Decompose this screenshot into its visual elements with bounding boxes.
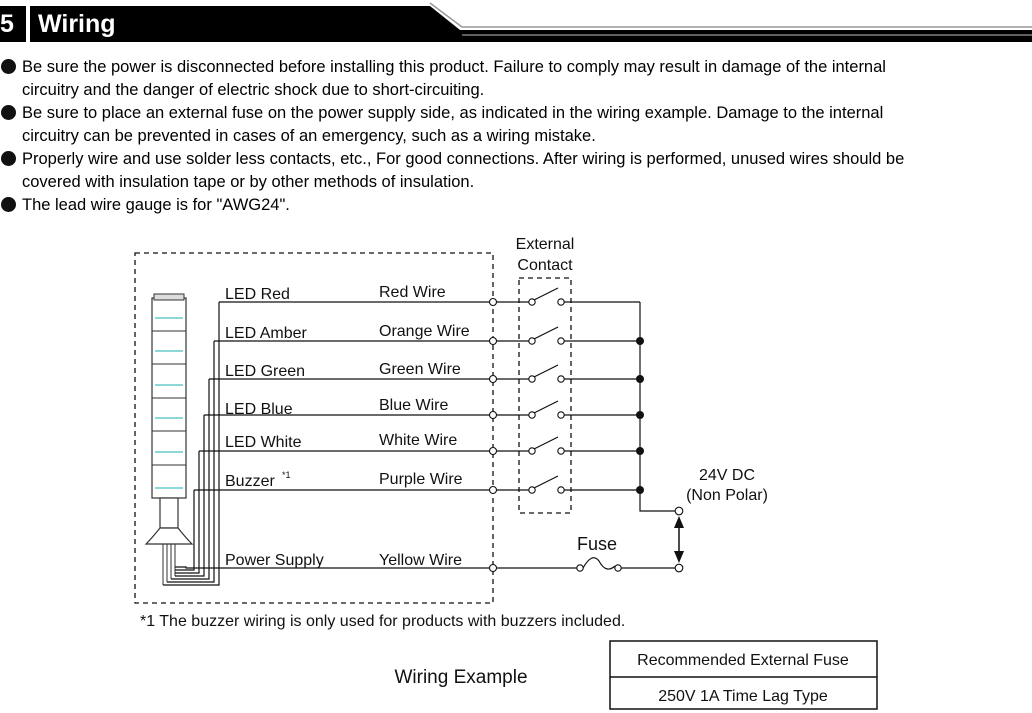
led-label: LED Red (225, 286, 290, 303)
wire-label: Red Wire (379, 284, 446, 301)
wire-label: Orange Wire (379, 323, 470, 340)
bullet-icon (1, 105, 16, 120)
external-contact-box (518, 277, 572, 514)
fuse-label: Fuse (577, 534, 617, 554)
fuse-spec-table: Recommended External Fuse 250V 1A Time L… (609, 640, 878, 710)
supply-arrow-icon (674, 516, 684, 563)
section-header: 5 Wiring (0, 0, 1032, 46)
wire-label: Blue Wire (379, 397, 448, 414)
led-label: LED Amber (225, 325, 307, 342)
note-line: circuitry and the danger of electric sho… (22, 81, 485, 99)
led-label: LED White (225, 434, 302, 451)
footnote: *1 The buzzer wiring is only used for pr… (140, 613, 625, 630)
external-contact-label: Contact (517, 257, 573, 274)
supply-label: 24V DC (699, 467, 755, 484)
note-line: covered with insulation tape or by other… (22, 173, 475, 191)
buzzer-footnote-mark: *1 (282, 470, 291, 480)
row-wires (194, 301, 679, 569)
wire-bundle (163, 302, 220, 586)
note-line: circuitry can be prevented in cases of a… (22, 127, 596, 145)
note-item: Be sure to place an external fuse on the… (0, 102, 1032, 148)
led-label: LED Blue (225, 401, 293, 418)
fuse-icon (582, 557, 616, 570)
note-line: Properly wire and use solder less contac… (22, 150, 905, 168)
header-bar-shape (30, 2, 1032, 42)
switch-contacts (533, 287, 559, 489)
note-line: Be sure to place an external fuse on the… (22, 104, 884, 122)
junction-dots (636, 337, 644, 494)
terminal-circles (488, 297, 684, 573)
bullet-icon (1, 197, 16, 212)
fuse-table-header: Recommended External Fuse (637, 652, 849, 669)
bullet-icon (1, 151, 16, 166)
note-item: The lead wire gauge is for "AWG24". (0, 194, 1032, 217)
section-title: Wiring (38, 10, 116, 38)
fuse-table-value: 250V 1A Time Lag Type (658, 688, 828, 705)
note-item: Properly wire and use solder less contac… (0, 148, 1032, 194)
diagram-caption: Wiring Example (394, 667, 527, 688)
wire-label: White Wire (379, 432, 457, 449)
buzzer-label: Buzzer (225, 473, 275, 490)
led-label: LED Green (225, 363, 305, 380)
product-box (134, 252, 494, 604)
wire-label: Yellow Wire (379, 552, 462, 569)
wire-label: Green Wire (379, 361, 461, 378)
external-contact-label: External (516, 236, 575, 253)
wire-label: Purple Wire (379, 471, 463, 488)
note-line: The lead wire gauge is for "AWG24". (22, 196, 290, 214)
signal-tower-icon (144, 293, 194, 585)
bullet-icon (1, 59, 16, 74)
note-item: Be sure the power is disconnected before… (0, 56, 1032, 102)
note-line: Be sure the power is disconnected before… (22, 58, 886, 76)
supply-label: (Non Polar) (686, 487, 768, 504)
power-supply-label: Power Supply (225, 552, 324, 569)
section-number: 5 (0, 6, 26, 42)
wiring-notes: Be sure the power is disconnected before… (0, 56, 1032, 217)
